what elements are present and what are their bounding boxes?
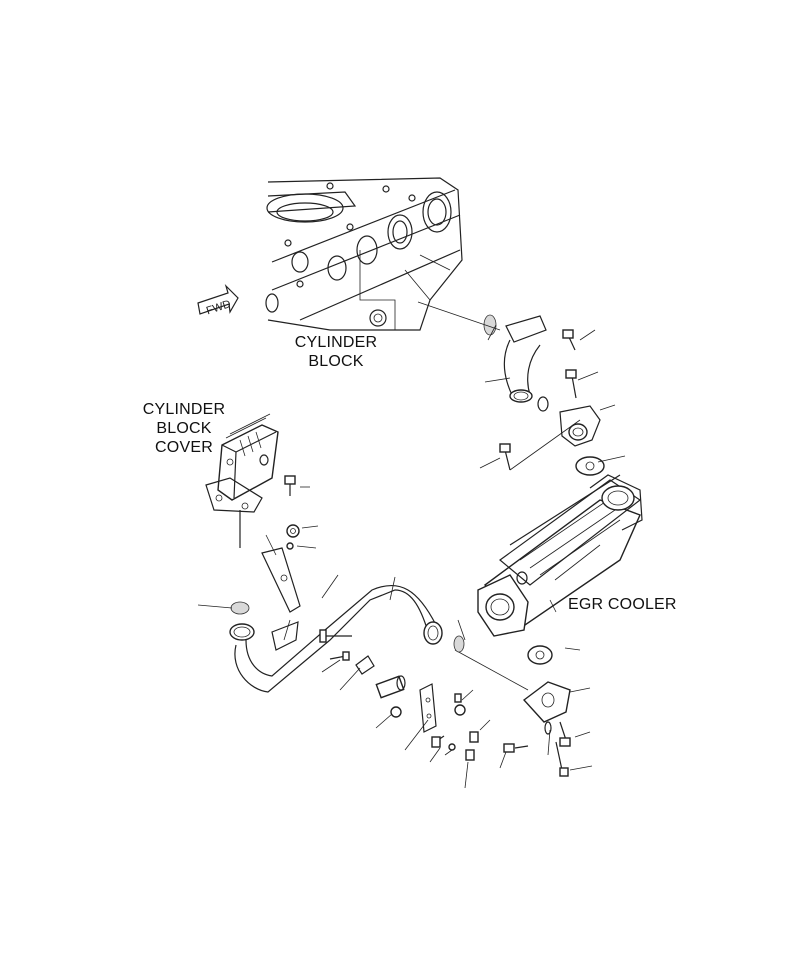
cylinder-block-drawing <box>265 177 463 331</box>
cylinder-block-cover-label-line-3: COVER <box>155 439 213 456</box>
cylinder-block-label-line-1: CYLINDER <box>294 334 378 351</box>
bolt-set-upper <box>499 329 577 471</box>
cylinder-block-cover-label-line-2: BLOCK <box>156 420 212 437</box>
forward-direction-arrow-icon: FWD <box>197 283 239 317</box>
fwd-text: FWD <box>205 298 233 317</box>
egr-lower-pipe <box>229 547 443 693</box>
lower-fittings <box>319 629 529 761</box>
egr-upper-pipe <box>483 314 549 412</box>
cylinder-block-cover-drawing <box>205 413 310 550</box>
cylinder-block-cover-label-line-1: CYLINDER <box>142 401 226 418</box>
egr-valve-body <box>559 405 605 476</box>
lower-right-bracket <box>522 681 571 777</box>
egr-cooler-label: EGR COOLER <box>568 596 677 613</box>
leader-lines <box>197 301 626 789</box>
egr-cooler-drawing <box>477 474 643 665</box>
cylinder-block-label: CYLINDER BLOCK <box>284 333 388 371</box>
cylinder-block-label-line-2: BLOCK <box>308 353 364 370</box>
cylinder-block-cover-label: CYLINDER BLOCK COVER <box>130 400 238 457</box>
